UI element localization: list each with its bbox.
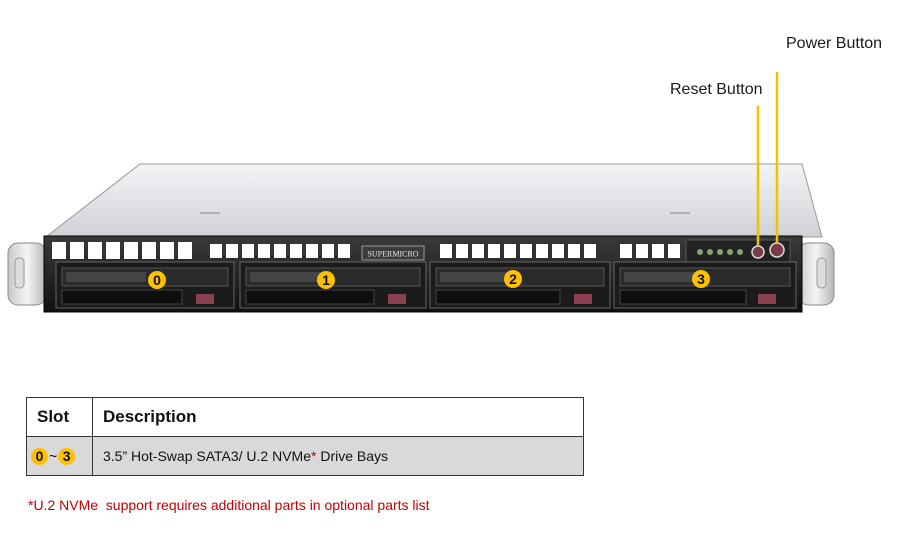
bay-number-0: 0 (153, 272, 161, 288)
power-button-icon (769, 242, 785, 258)
reset-button-label: Reset Button (670, 81, 763, 98)
chassis-top-lid (44, 163, 823, 238)
description-end-text: Drive Bays (316, 448, 389, 464)
right-rack-ear (797, 242, 835, 306)
left-rack-ear (7, 242, 47, 306)
slot-separator: ~ (49, 447, 58, 464)
bay-number-3: 3 (697, 271, 705, 287)
brand-plate (361, 245, 425, 261)
slot-header: Slot (26, 397, 93, 437)
description-header: Description (92, 397, 584, 437)
table-header-row: Slot Description (26, 397, 584, 437)
bay-number-1: 1 (322, 272, 330, 288)
description-cell: 3.5” Hot-Swap SATA3/ U.2 NVMe* Drive Bay… (92, 436, 584, 476)
bay-badge-1 (317, 271, 335, 289)
bay-badge-2 (504, 270, 522, 288)
bay-badge-3 (692, 270, 710, 288)
slot-description-table: Slot Description 0~3 3.5” Hot-Swap SATA3… (26, 397, 584, 476)
drive-bay-2 (429, 261, 611, 309)
power-button-label: Power Button (786, 35, 883, 52)
brand-label: SUPERMICRO (367, 250, 418, 259)
reset-button-icon (751, 245, 765, 259)
front-vent-strip (52, 242, 680, 259)
server-chassis-illustration: SUPERMICRO 0 1 2 (7, 72, 835, 313)
footnote: *U.2 NVMe support requires additional pa… (28, 497, 430, 513)
description-asterisk: * (311, 448, 317, 464)
slot-end-badge: 3 (58, 447, 76, 465)
slot-cell: 0~3 (26, 436, 93, 476)
drive-bay-1 (239, 261, 427, 309)
description-text: 3.5” Hot-Swap SATA3/ U.2 NVMe (103, 448, 311, 464)
bay-badge-0 (148, 271, 166, 289)
bay-number-2: 2 (509, 271, 517, 287)
drive-bay-0 (55, 261, 235, 309)
slot-start-badge: 0 (31, 447, 48, 465)
table-row: 0~3 3.5” Hot-Swap SATA3/ U.2 NVMe* Drive… (26, 436, 584, 476)
